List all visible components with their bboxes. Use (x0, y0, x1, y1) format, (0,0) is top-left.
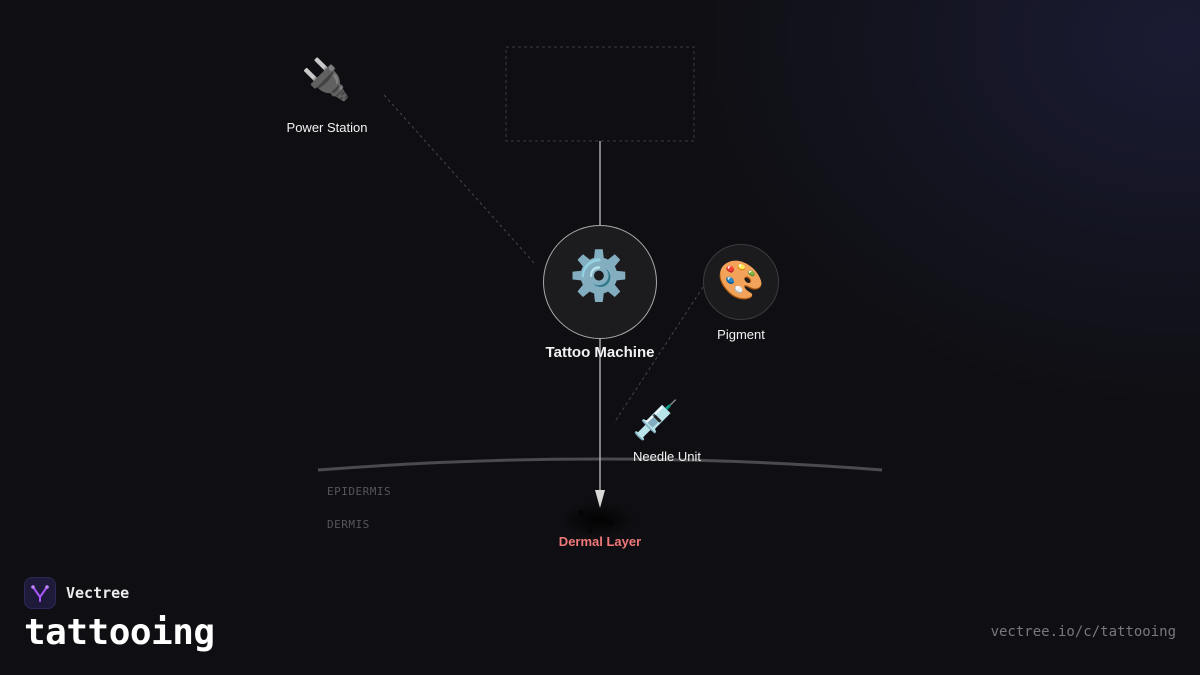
vectree-logo-icon (24, 577, 56, 609)
electric-plug-icon: 🔌 (301, 57, 351, 103)
placeholder-box (505, 46, 695, 142)
brand[interactable]: Vectree (24, 577, 129, 609)
dermal-layer-label: Dermal Layer (558, 534, 642, 549)
syringe-icon: 💉 (632, 398, 680, 442)
needle-unit-label: Needle Unit (633, 449, 701, 464)
epidermis-label: EPIDERMIS (327, 485, 392, 498)
dermal-ink-glow (560, 502, 636, 538)
ink-dot (578, 510, 584, 516)
site-url[interactable]: vectree.io/c/tattooing (990, 624, 1176, 640)
artist-palette-icon: 🎨 (717, 258, 765, 302)
tattoo-machine-node[interactable] (543, 225, 657, 339)
pigment-node[interactable] (703, 244, 779, 320)
power-station-label: Power Station (286, 120, 368, 135)
connector-power-machine (383, 94, 536, 265)
tattoo-machine-label: Tattoo Machine (545, 344, 655, 361)
ink-dot (587, 528, 593, 534)
ink-dot (605, 518, 613, 526)
gear-icon: ⚙️ (569, 248, 629, 304)
brand-name: Vectree (66, 584, 130, 602)
page-title: tattooing (24, 612, 215, 653)
dermis-label: DERMIS (327, 518, 370, 531)
pigment-label: Pigment (717, 327, 765, 342)
arrow-head-icon (595, 490, 605, 508)
